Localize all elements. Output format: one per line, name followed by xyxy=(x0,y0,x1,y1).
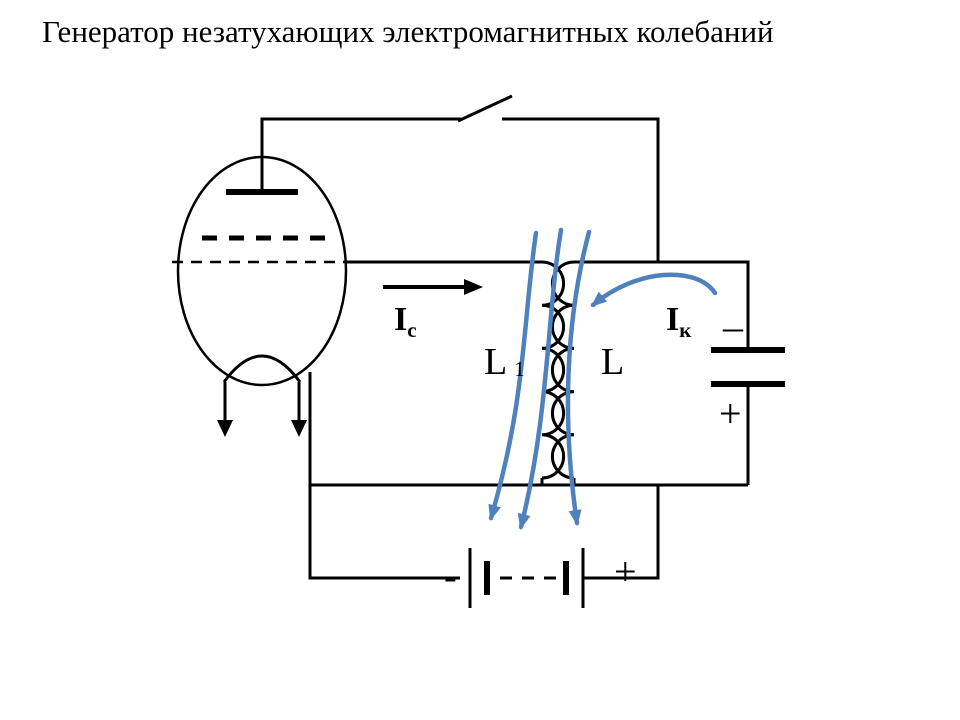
grid-current-label: Iс xyxy=(394,301,417,342)
top-right-wire xyxy=(502,117,660,262)
capacitor-plus-label: + xyxy=(719,391,742,436)
grid-current-subscript: с xyxy=(407,318,416,342)
left-battery-wire xyxy=(308,372,460,580)
page-title: Генератор незатухающих электромагнитных … xyxy=(42,14,774,49)
coil-left-subscript: 1 xyxy=(514,357,525,381)
battery-minus-label: - xyxy=(444,556,457,598)
coil-left-symbol: L xyxy=(484,341,507,383)
anode-top-wire xyxy=(260,117,461,192)
current-arrow-head-icon xyxy=(464,279,483,295)
coil-right-winding xyxy=(550,260,575,480)
filament-arrow-right-icon xyxy=(291,420,307,437)
tank-current-symbol: I xyxy=(666,301,679,338)
grid-current-arrow xyxy=(383,279,483,295)
cathode-arc xyxy=(222,354,302,383)
coil-right-label: L xyxy=(601,341,624,383)
filament-arrow-left-icon xyxy=(217,420,233,437)
field-line-3 xyxy=(565,229,592,526)
coil-to-capacitor-wire xyxy=(574,260,750,347)
tank-current-label: Iк xyxy=(666,301,692,342)
field-line-1 xyxy=(488,230,539,521)
capacitor-minus-label: – xyxy=(722,304,744,349)
tube-envelope xyxy=(176,155,348,387)
switch xyxy=(457,94,513,123)
switch-blade xyxy=(457,94,513,123)
grid-current-symbol: I xyxy=(394,301,407,338)
right-battery-wire xyxy=(583,485,660,580)
battery-plus-label: + xyxy=(614,549,637,594)
field-line-2 xyxy=(517,227,564,530)
filament-leads xyxy=(223,382,301,420)
capacitor xyxy=(711,347,785,387)
tank-current-arrow xyxy=(590,272,718,308)
field-lines xyxy=(488,227,718,530)
battery xyxy=(468,548,585,608)
tank-current-subscript: к xyxy=(679,318,692,342)
vacuum-tube xyxy=(172,155,348,437)
